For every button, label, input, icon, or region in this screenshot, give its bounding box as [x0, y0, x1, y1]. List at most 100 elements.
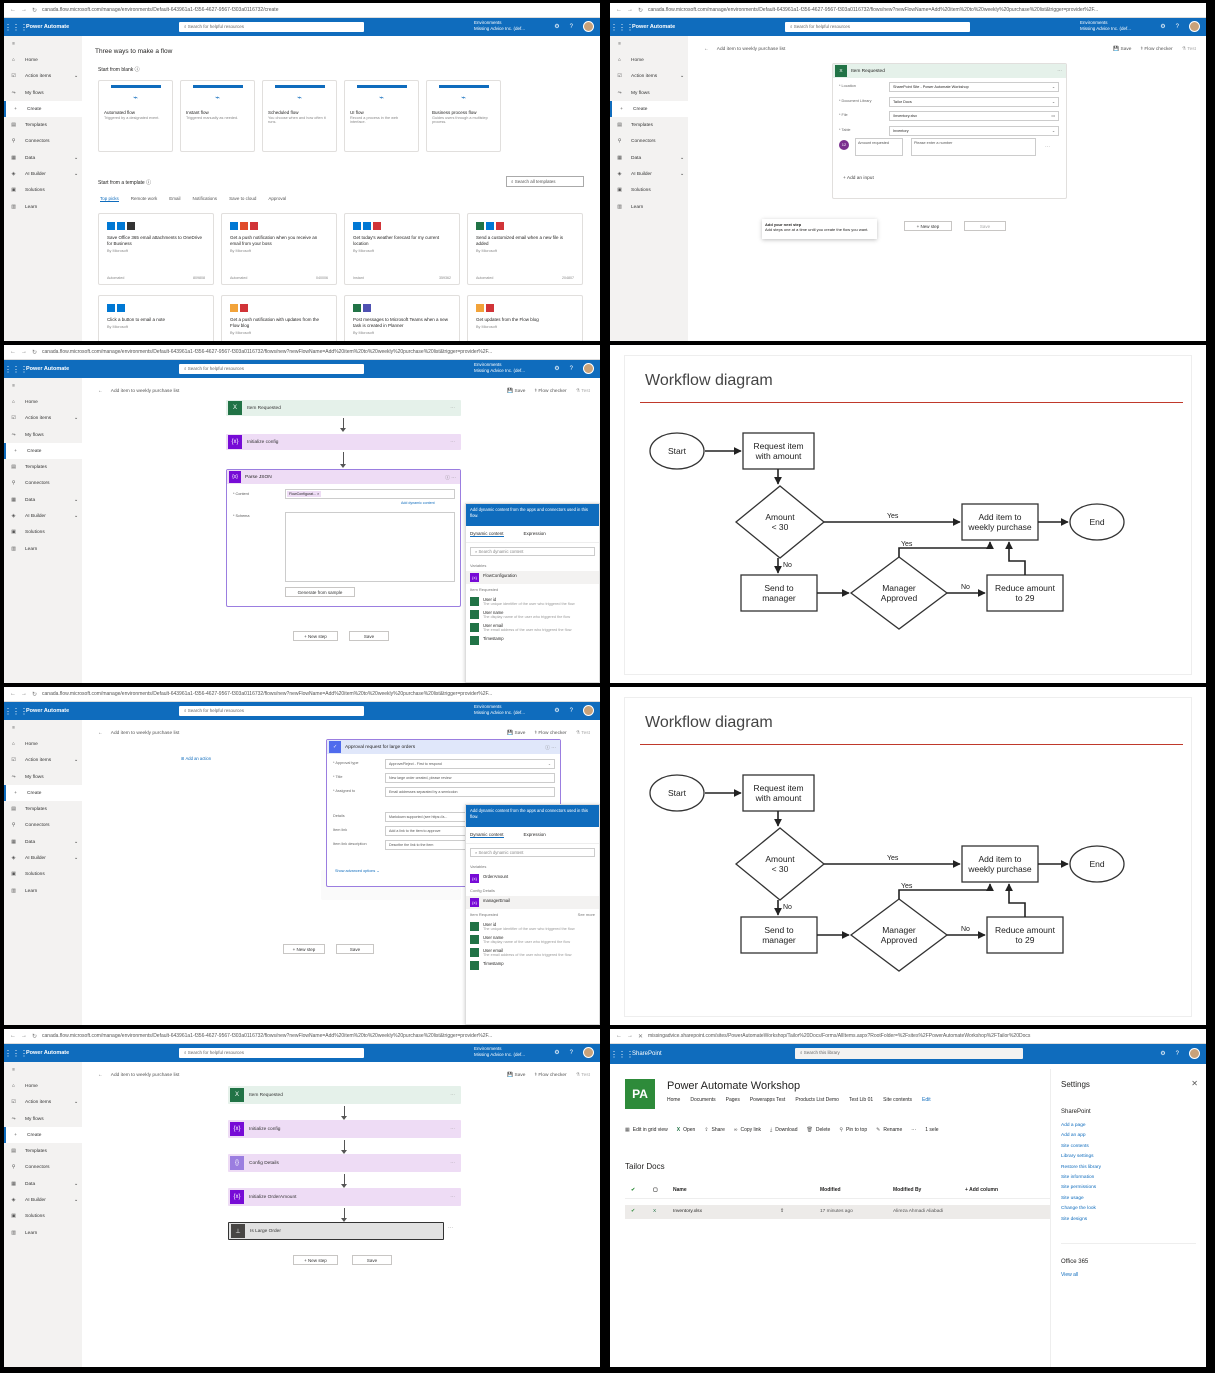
hamburger-icon[interactable]: ≡: [12, 383, 15, 389]
more-icon[interactable]: ···: [1057, 68, 1062, 74]
input-placeholder-field[interactable]: Please enter a number: [911, 138, 1036, 156]
gear-icon[interactable]: ⚙: [554, 1050, 560, 1056]
sidebar-item-solutions[interactable]: ▣Solutions: [11, 530, 45, 536]
sidebar-item-home[interactable]: ⌂Home: [4, 52, 82, 68]
save-button[interactable]: 💾 Save: [507, 730, 526, 736]
step-initialize-orderamount[interactable]: {x}Initialize OrderAmount···: [228, 1188, 461, 1206]
sidebar-item-home[interactable]: ⌂Home: [4, 1078, 82, 1094]
template-card[interactable]: Get today's weather forecast for my curr…: [344, 213, 460, 285]
gear-icon[interactable]: ⚙: [1160, 24, 1166, 30]
sidebar-item-action-items[interactable]: ☑Action items⌄: [617, 74, 684, 80]
hamburger-icon[interactable]: ≡: [12, 41, 15, 47]
avatar[interactable]: [583, 705, 594, 716]
save-button[interactable]: 💾 Save: [507, 1072, 526, 1078]
sidebar-item-home[interactable]: ⌂Home: [4, 736, 82, 752]
col-modified-by[interactable]: Modified By: [893, 1187, 922, 1193]
step-initialize-config[interactable]: {x}Initialize config···: [226, 434, 461, 450]
forward-icon[interactable]: →: [21, 7, 27, 13]
site-nav-link[interactable]: Documents: [690, 1097, 716, 1103]
refresh-icon[interactable]: ↻: [32, 1033, 38, 1040]
sidebar-item-create[interactable]: +Create: [4, 785, 82, 802]
avatar[interactable]: [583, 1047, 594, 1058]
sidebar-item-ai-builder[interactable]: ◈AI Builder⌄: [11, 514, 78, 520]
test-button[interactable]: ⚗ Test: [575, 1072, 590, 1078]
flow-checker-button[interactable]: ⚕ Flow checker: [534, 388, 567, 394]
sidebar-item-learn[interactable]: ▥Learn: [11, 204, 38, 210]
sidebar-item-create[interactable]: +Create: [4, 443, 82, 460]
search-input[interactable]: ⌕ Search for helpful resources: [179, 22, 364, 32]
dynamic-token[interactable]: FlowConfigurat... ×: [287, 491, 322, 497]
more-icon[interactable]: ···: [450, 1126, 455, 1132]
address-bar[interactable]: ←→↻canada.flow.microsoft.com/manage/envi…: [4, 1029, 600, 1044]
back-icon[interactable]: ←: [10, 1033, 16, 1039]
input-name-field[interactable]: Amount requested: [855, 138, 903, 156]
field-dropdown[interactable]: SharePoint Site - Power Automate Worksho…: [889, 82, 1059, 92]
sidebar-item-home[interactable]: ⌂Home: [4, 394, 82, 410]
back-arrow-icon[interactable]: ←: [98, 388, 103, 394]
template-card[interactable]: Get a push notification with updates fro…: [221, 295, 337, 341]
site-nav-link[interactable]: Edit: [922, 1097, 931, 1103]
save-flow-button[interactable]: Save: [352, 1255, 392, 1265]
tab-expression[interactable]: Expression: [523, 531, 546, 536]
site-nav-link[interactable]: Products List Demo: [795, 1097, 839, 1103]
share-icon[interactable]: ⇪: [780, 1209, 785, 1214]
address-bar[interactable]: ←→↻canada.flow.microsoft.com/manage/envi…: [4, 687, 600, 702]
sidebar-item-connectors[interactable]: ⚲Connectors: [11, 481, 50, 487]
site-nav-link[interactable]: Pages: [725, 1097, 740, 1103]
tab-notifications[interactable]: Notifications: [192, 196, 218, 201]
help-icon[interactable]: ?: [569, 707, 573, 714]
sidebar-item-action-items[interactable]: ☑Action items⌄: [11, 416, 78, 422]
new-step-button[interactable]: + New step: [293, 631, 338, 641]
address-bar[interactable]: ←→↻canada.flow.microsoft.com/manage/envi…: [4, 3, 600, 18]
tab-approval[interactable]: Approval: [268, 196, 287, 201]
new-step-button[interactable]: + New step: [904, 221, 952, 231]
more-icon[interactable]: ···: [450, 1160, 455, 1166]
settings-link[interactable]: Site information: [1061, 1175, 1095, 1181]
sidebar-item-action-items[interactable]: ☑Action items⌄: [11, 74, 78, 80]
tab-dynamic-content[interactable]: Dynamic content: [470, 832, 504, 838]
avatar[interactable]: [1189, 1048, 1200, 1059]
settings-link[interactable]: Site usage: [1061, 1195, 1084, 1201]
sidebar-item-templates[interactable]: ▤Templates: [11, 1149, 47, 1155]
site-nav-link[interactable]: Test Lib 01: [848, 1097, 874, 1103]
chevron-down-icon[interactable]: ⌄: [547, 762, 551, 766]
command-link[interactable]: ∞Copy link: [733, 1127, 762, 1133]
schema-input[interactable]: [285, 512, 455, 582]
sidebar-item-learn[interactable]: ▥Learn: [11, 888, 38, 894]
field-input[interactable]: Email addresses separated by a semicolon: [385, 787, 555, 797]
test-button[interactable]: ⚗ Test: [575, 730, 590, 736]
search-input[interactable]: ⌕ Search for helpful resources: [785, 22, 970, 32]
sidebar-item-learn[interactable]: ▥Learn: [11, 1230, 38, 1236]
sidebar-item-learn[interactable]: ▥Learn: [11, 546, 38, 552]
url-text[interactable]: missingadvice.sharepoint.com/sites/Power…: [648, 1033, 1031, 1039]
step-is-large-order[interactable]: ⊥Is Large Order: [228, 1222, 444, 1240]
forward-icon[interactable]: →: [21, 1033, 27, 1039]
save-button[interactable]: 💾 Save: [507, 388, 526, 394]
gear-icon[interactable]: ⚙: [1160, 1051, 1166, 1057]
flow-checker-button[interactable]: ⚕ Flow checker: [1140, 46, 1173, 52]
tab-expression[interactable]: Expression: [523, 832, 546, 837]
sidebar-item-data[interactable]: ▦Data⌄: [11, 1181, 78, 1187]
file-name[interactable]: Inventory.xlsx: [673, 1209, 702, 1214]
search-input[interactable]: ⌕ Search for helpful resources: [179, 706, 364, 716]
input-more-icon[interactable]: ···: [1045, 144, 1050, 150]
save-flow-button[interactable]: Save: [349, 631, 389, 641]
settings-link[interactable]: Restore this library: [1061, 1164, 1101, 1170]
sidebar-item-connectors[interactable]: ⚲Connectors: [11, 139, 50, 145]
sidebar-item-data[interactable]: ▦Data⌄: [11, 497, 78, 503]
help-icon[interactable]: ?: [569, 23, 573, 30]
template-card[interactable]: Get a push notification when you receive…: [221, 213, 337, 285]
